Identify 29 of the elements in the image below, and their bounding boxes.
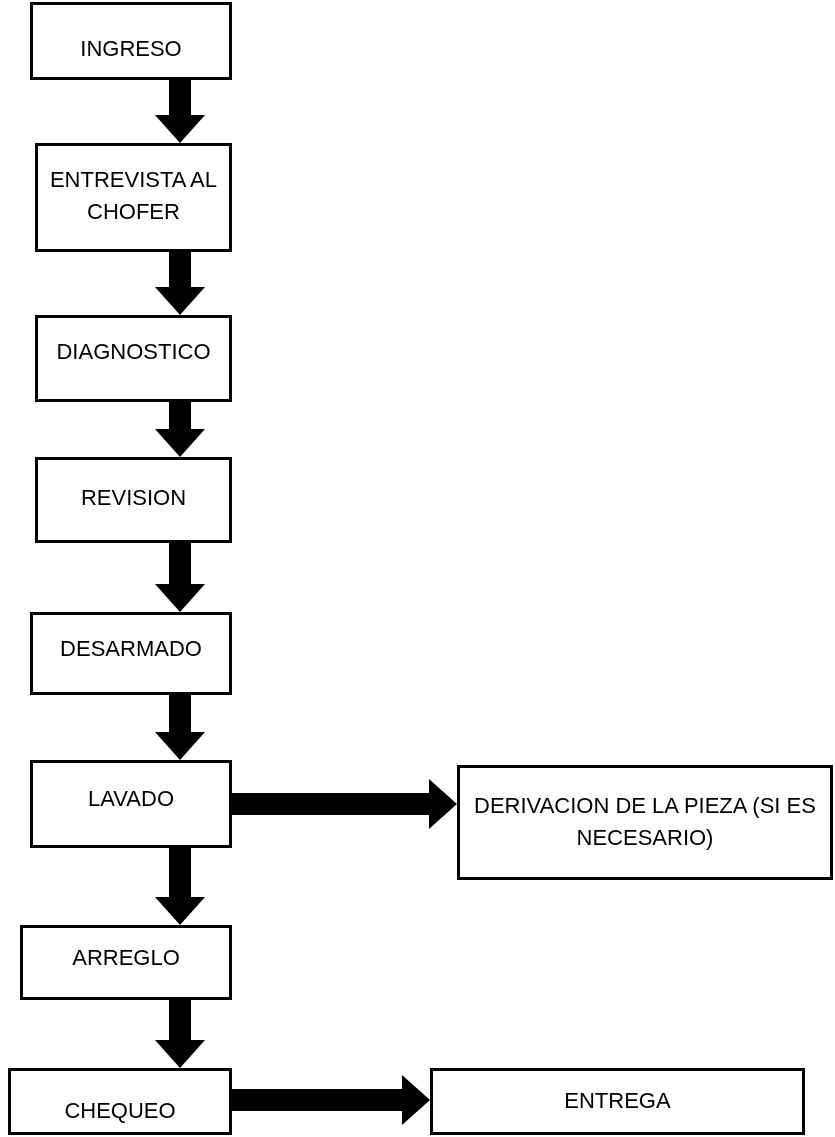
step-label: REVISION — [79, 484, 188, 512]
step-label: DESARMADO — [59, 635, 203, 663]
process-box — [35, 457, 232, 543]
block-arrow — [155, 252, 205, 315]
process-box — [30, 760, 232, 848]
step-label: ENTREVISTA AL CHOFER — [48, 166, 219, 226]
block-arrow — [232, 1075, 430, 1125]
step-label: DERIVACION DE LA PIEZA (SI ES NECESARIO) — [473, 792, 817, 852]
block-arrow — [155, 1000, 205, 1068]
process-box — [35, 143, 232, 252]
process-box — [430, 1068, 805, 1135]
process-box — [8, 1068, 232, 1135]
step-label: CHEQUEO — [63, 1097, 177, 1125]
process-box — [20, 925, 232, 1000]
step-label: ARREGLO — [71, 944, 181, 972]
process-box — [35, 315, 232, 402]
step-label: ENTREGA — [563, 1087, 672, 1115]
step-label: DIAGNOSTICO — [55, 338, 212, 366]
process-box — [457, 765, 833, 880]
process-box — [30, 612, 232, 695]
block-arrow — [232, 779, 457, 829]
step-label: INGRESO — [79, 35, 183, 63]
block-arrow — [155, 848, 205, 925]
block-arrow — [155, 402, 205, 457]
block-arrow — [155, 695, 205, 760]
step-label: LAVADO — [87, 785, 175, 813]
block-arrow — [155, 80, 205, 143]
block-arrow — [155, 543, 205, 612]
process-box — [30, 2, 232, 80]
